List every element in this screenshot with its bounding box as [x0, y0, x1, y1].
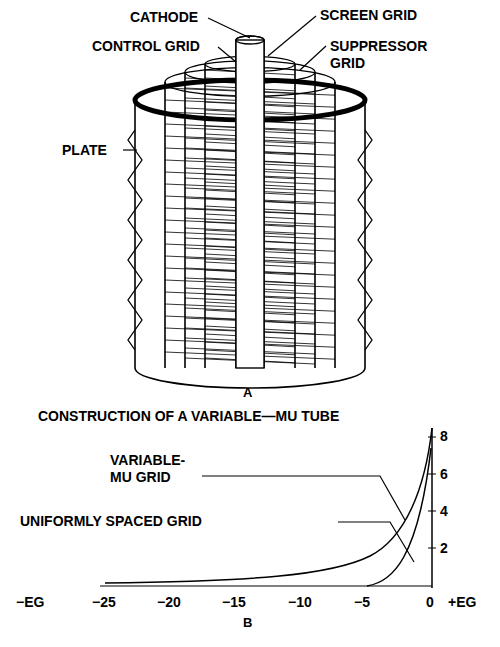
cathode [236, 40, 264, 368]
leader-line [300, 46, 326, 70]
part-label: SCREEN GRID [320, 7, 417, 24]
cathode [236, 36, 264, 44]
leader-line [208, 18, 250, 38]
leader-line [338, 522, 414, 562]
part-label: CONSTRUCTION OF A VARIABLE—MU TUBE [38, 408, 339, 425]
part-letter: A [243, 384, 252, 401]
axis-label: −25 [92, 594, 116, 611]
axis-label: 0 [426, 594, 434, 611]
part-label: CATHODE [130, 9, 198, 26]
x-axis [100, 586, 432, 587]
axis-label: +EG [448, 594, 476, 611]
axis-label: −10 [288, 594, 312, 611]
plate-edge [128, 130, 142, 350]
axis-label: 4 [440, 503, 448, 520]
axis-label: −15 [222, 594, 246, 611]
leader-line [202, 476, 405, 520]
plate-edge [358, 130, 372, 350]
axis-label: −5 [354, 594, 370, 611]
part-letter: B [243, 614, 252, 631]
axis-label: 2 [440, 540, 448, 557]
axis-label: 8 [440, 428, 448, 445]
part-label: UNIFORMLY SPACED GRID [20, 513, 202, 530]
axis-label: −20 [157, 594, 181, 611]
variable-mu-curve [105, 428, 432, 583]
part-label: PLATE [62, 142, 107, 159]
part-label: SUPPRESSOR GRID [330, 38, 455, 72]
uniform-grid-curve [367, 448, 431, 586]
axis-label: 6 [440, 466, 448, 483]
y-axis [431, 428, 433, 588]
leader-line [218, 47, 236, 62]
axis-label: −EG [16, 594, 44, 611]
part-label: VARIABLE-MU GRID [110, 452, 202, 486]
leader-line [123, 149, 137, 150]
leader-line [268, 16, 316, 56]
part-label: CONTROL GRID [92, 38, 200, 55]
cathode-sleeve [236, 40, 264, 368]
